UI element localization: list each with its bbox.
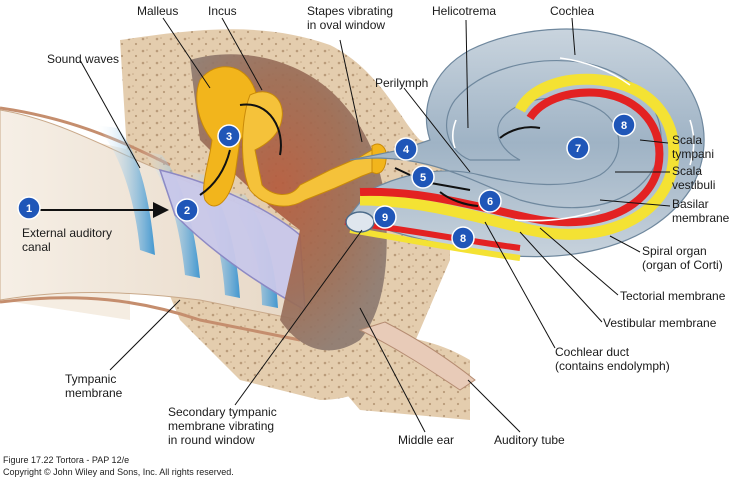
label-basilar-1: Basilar — [672, 197, 709, 211]
step-marker-7: 7 — [566, 136, 590, 160]
step-marker-8-lower: 8 — [451, 226, 475, 250]
step-markers: 1 2 3 4 5 6 7 8 8 9 — [17, 113, 636, 250]
svg-text:1: 1 — [26, 203, 32, 215]
step-marker-4: 4 — [394, 137, 418, 161]
step-marker-2: 2 — [175, 198, 199, 222]
round-window — [345, 211, 375, 233]
svg-text:8: 8 — [460, 233, 466, 245]
copyright-notice: Copyright © John Wiley and Sons, Inc. Al… — [3, 467, 234, 477]
label-cochlea: Cochlea — [550, 4, 595, 18]
step-marker-1: 1 — [17, 196, 41, 220]
svg-text:3: 3 — [226, 131, 232, 143]
label-perilymph: Perilymph — [375, 76, 429, 90]
label-external-canal-1: External auditory — [22, 226, 113, 240]
label-incus: Incus — [208, 4, 237, 18]
label-stapes-line2: in oval window — [307, 18, 386, 32]
step-marker-6: 6 — [478, 189, 502, 213]
svg-text:6: 6 — [487, 196, 493, 208]
label-tympanic-2: membrane — [65, 386, 123, 400]
label-secondary-3: in round window — [168, 433, 255, 447]
cochlea — [344, 28, 705, 261]
step-marker-9: 9 — [373, 205, 397, 229]
step-marker-8-upper: 8 — [612, 113, 636, 137]
svg-text:9: 9 — [382, 212, 388, 224]
auditory-tube-shape — [358, 321, 476, 391]
label-middle-ear: Middle ear — [398, 433, 455, 447]
label-secondary-1: Secondary tympanic — [168, 405, 277, 419]
label-scala-vestibuli-1: Scala — [672, 164, 703, 178]
step-marker-3: 3 — [217, 124, 241, 148]
svg-text:8: 8 — [621, 120, 627, 132]
label-tympanic-1: Tympanic — [65, 372, 117, 386]
svg-text:2: 2 — [184, 205, 190, 217]
label-helicotrema: Helicotrema — [432, 4, 497, 18]
label-external-canal-2: canal — [22, 240, 51, 254]
svg-text:4: 4 — [403, 144, 410, 156]
label-basilar-2: membrane — [672, 211, 730, 225]
label-vestibular: Vestibular membrane — [603, 316, 717, 330]
fluid-arrows — [452, 57, 695, 222]
label-secondary-2: membrane vibrating — [168, 419, 275, 433]
label-malleus: Malleus — [137, 4, 179, 18]
label-scala-tympani-1: Scala — [672, 133, 703, 147]
label-cochlear-duct-2: (contains endolymph) — [555, 359, 670, 373]
label-cochlear-duct-1: Cochlear duct — [555, 345, 630, 359]
label-tectorial: Tectorial membrane — [620, 289, 726, 303]
leader-lines — [79, 17, 671, 433]
figure-caption: Figure 17.22 Tortora - PAP 12/e — [3, 455, 130, 465]
label-sound-waves: Sound waves — [47, 52, 120, 66]
label-auditory-tube: Auditory tube — [494, 433, 565, 447]
label-scala-vestibuli-2: vestibuli — [672, 178, 716, 192]
step-marker-5: 5 — [411, 165, 435, 189]
label-scala-tympani-2: tympani — [672, 147, 715, 161]
flow-arrows — [40, 103, 541, 218]
label-spiral-organ-1: Spiral organ — [642, 244, 707, 258]
label-stapes-line1: Stapes vibrating — [307, 4, 394, 18]
svg-text:5: 5 — [420, 172, 426, 184]
svg-text:7: 7 — [575, 143, 581, 155]
label-spiral-organ-2: (organ of Corti) — [642, 258, 723, 272]
